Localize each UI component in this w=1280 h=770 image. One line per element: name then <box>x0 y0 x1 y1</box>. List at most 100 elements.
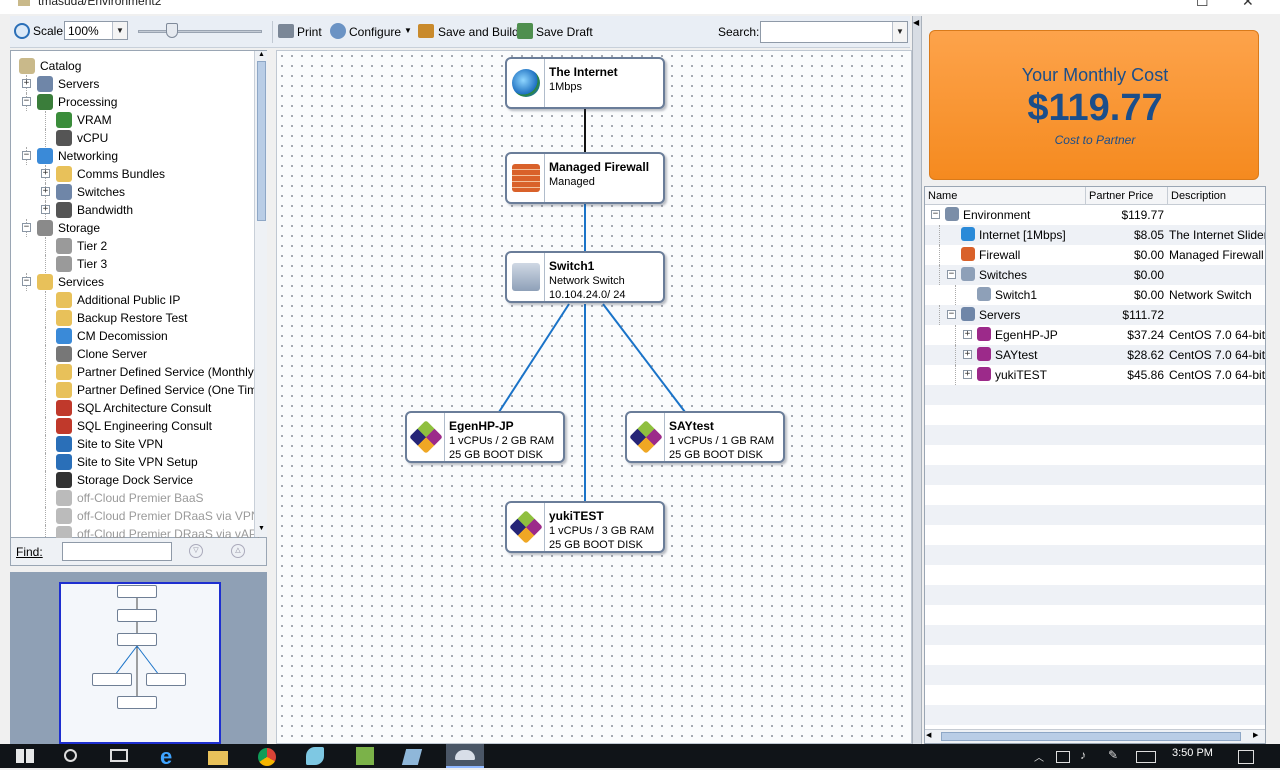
search-input[interactable]: ▼ <box>760 21 908 43</box>
catalog-item[interactable]: Additional Public IP <box>11 291 251 309</box>
catalog-item[interactable]: +Comms Bundles <box>11 165 251 183</box>
catalog-item[interactable]: off-Cloud Premier DRaaS via VPN <box>11 507 260 525</box>
print-button[interactable]: Print <box>276 20 322 44</box>
overview-viewport[interactable] <box>59 582 221 744</box>
notifications-icon[interactable] <box>1238 750 1254 764</box>
expand-icon[interactable]: + <box>41 186 50 196</box>
pen-icon[interactable]: ✎ <box>1108 748 1119 762</box>
column-partner-price[interactable]: Partner Price <box>1086 187 1168 205</box>
diagram-overview[interactable] <box>10 572 267 744</box>
catalog-item[interactable]: SQL Engineering Consult <box>11 417 251 435</box>
collapse-icon[interactable]: − <box>22 276 31 286</box>
column-description[interactable]: Description <box>1171 190 1227 202</box>
scroll-left-icon[interactable]: ◀ <box>926 732 932 739</box>
expand-icon[interactable]: + <box>41 168 50 178</box>
catalog-item[interactable]: CM Decomission <box>11 327 251 345</box>
column-name[interactable]: Name <box>925 187 1086 205</box>
network-icon[interactable] <box>1056 751 1070 763</box>
catalog-item[interactable]: SQL Architecture Consult <box>11 399 251 417</box>
catalog-item[interactable]: Tier 3 <box>11 255 251 273</box>
catalog-item[interactable]: Clone Server <box>11 345 251 363</box>
catalog-item[interactable]: Site to Site VPN Setup <box>11 453 251 471</box>
catalog-item[interactable]: −Networking <box>11 147 251 165</box>
collapse-icon[interactable]: − <box>22 150 31 160</box>
catalog-item[interactable]: −Storage <box>11 219 251 237</box>
chevron-down-icon[interactable]: ▼ <box>892 22 907 42</box>
collapse-icon[interactable]: − <box>947 309 956 319</box>
catalog-item[interactable]: Catalog <box>11 57 251 75</box>
scale-slider-track[interactable] <box>138 30 262 33</box>
catalog-item[interactable]: off-Cloud Premier BaaS <box>11 489 251 507</box>
catalog-item[interactable]: vCPU <box>11 129 251 147</box>
close-icon[interactable]: ✕ <box>1242 0 1254 9</box>
expand-icon[interactable]: + <box>22 78 31 88</box>
collapse-icon[interactable]: − <box>931 209 940 219</box>
show-hidden-icons[interactable]: ︿ <box>1034 753 1044 764</box>
catalog-item[interactable]: Partner Defined Service (Monthly) <box>11 363 258 381</box>
catalog-item[interactable]: −Processing <box>11 93 251 111</box>
grid-row[interactable]: −Servers$111.72 <box>925 305 1265 325</box>
clock-time[interactable]: 3:50 PM <box>1172 747 1213 759</box>
scrollbar-thumb[interactable] <box>941 732 1241 741</box>
expand-icon[interactable]: + <box>41 204 50 214</box>
collapse-left-icon[interactable]: ◀ <box>913 18 920 27</box>
collapse-icon[interactable]: − <box>22 96 31 106</box>
scale-combo[interactable]: 100% ▼ <box>64 21 128 40</box>
edge-browser-icon[interactable]: e <box>160 744 173 769</box>
search-icon[interactable] <box>64 749 77 762</box>
find-previous-icon[interactable]: △ <box>231 544 245 558</box>
keyboard-icon[interactable] <box>1136 751 1156 763</box>
volume-icon[interactable]: ♪ <box>1080 748 1086 762</box>
grid-row[interactable]: −Environment$119.77 <box>925 205 1265 225</box>
notes-icon[interactable] <box>401 749 423 765</box>
vsphere-icon[interactable] <box>356 747 374 765</box>
chevron-down-icon[interactable]: ▼ <box>112 22 127 39</box>
catalog-item[interactable]: Site to Site VPN <box>11 435 251 453</box>
scrollbar-thumb[interactable] <box>257 61 266 221</box>
catalog-scrollbar[interactable]: ▲ ▼ <box>254 51 267 537</box>
catalog-item[interactable]: Tier 2 <box>11 237 251 255</box>
catalog-item[interactable]: VRAM <box>11 111 251 129</box>
panel-splitter[interactable]: ◀ <box>912 16 922 744</box>
save-draft-button[interactable]: Save Draft <box>515 20 593 44</box>
configure-button[interactable]: Configure ▼ <box>328 20 412 44</box>
catalog-item[interactable]: Partner Defined Service (One Time) <box>11 381 268 399</box>
catalog-item[interactable]: +Bandwidth <box>11 201 251 219</box>
scale-slider-thumb[interactable] <box>166 23 178 38</box>
save-build-button[interactable]: Save and Build <box>416 20 519 44</box>
app-icon[interactable] <box>306 747 324 765</box>
scroll-right-icon[interactable]: ▶ <box>1253 732 1259 739</box>
scroll-down-icon[interactable]: ▼ <box>258 525 265 532</box>
catalog-item[interactable]: +Switches <box>11 183 251 201</box>
catalog-item[interactable]: Storage Dock Service <box>11 471 251 489</box>
expand-icon[interactable]: + <box>963 329 972 339</box>
collapse-icon[interactable]: − <box>947 269 956 279</box>
chrome-icon[interactable] <box>258 748 276 766</box>
expand-icon[interactable]: + <box>963 349 972 359</box>
maximize-icon[interactable]: ☐ <box>1196 0 1209 9</box>
task-view-icon[interactable] <box>110 749 128 762</box>
file-explorer-icon[interactable] <box>208 751 228 765</box>
catalog-item[interactable]: +Servers <box>11 75 251 93</box>
catalog-item[interactable]: −Services <box>11 273 251 291</box>
active-app-tab[interactable] <box>446 744 484 768</box>
scroll-up-icon[interactable]: ▲ <box>258 51 265 58</box>
grid-row[interactable]: −Switches$0.00 <box>925 265 1265 285</box>
catalog-item[interactable]: Backup Restore Test <box>11 309 251 327</box>
collapse-icon[interactable]: − <box>22 222 31 232</box>
find-input[interactable] <box>62 542 172 561</box>
windows-start-icon[interactable] <box>16 749 34 763</box>
